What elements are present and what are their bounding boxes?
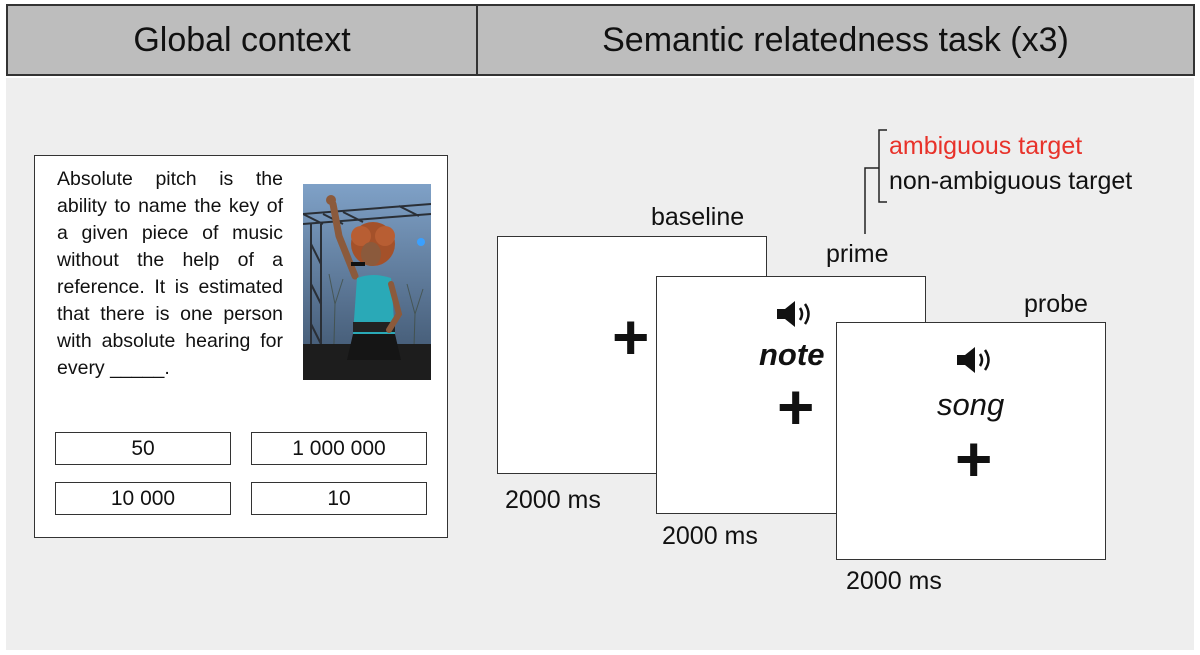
prime-duration: 2000 ms	[662, 522, 758, 550]
context-card: Absolute pitch is the ability to name th…	[34, 155, 448, 538]
ambiguous-target-label: ambiguous target	[889, 132, 1083, 160]
baseline-label: baseline	[651, 203, 745, 231]
probe-word: song	[937, 387, 1005, 422]
option-label: 50	[131, 436, 155, 460]
header-global-context-label: Global context	[133, 20, 351, 59]
probe-screen: song +	[836, 322, 1106, 560]
option-button[interactable]: 10	[251, 482, 427, 515]
condition-bracket	[864, 129, 887, 234]
baseline-duration: 2000 ms	[505, 486, 601, 514]
header-semantic-task: Semantic relatedness task (x3)	[476, 4, 1195, 76]
option-button[interactable]: 50	[55, 432, 231, 465]
header-global-context: Global context	[6, 4, 478, 76]
option-label: 1 000 000	[292, 436, 386, 460]
header-semantic-task-label: Semantic relatedness task (x3)	[602, 20, 1069, 59]
speaker-icon	[777, 301, 810, 327]
probe-duration: 2000 ms	[846, 567, 942, 595]
prime-label: prime	[826, 240, 889, 268]
fixation-cross: +	[612, 301, 650, 373]
probe-label: probe	[1024, 290, 1088, 318]
fixation-cross: +	[777, 371, 815, 443]
option-button[interactable]: 1 000 000	[251, 432, 427, 465]
singer-photo	[303, 184, 431, 380]
speaker-icon	[957, 347, 990, 373]
option-label: 10 000	[110, 486, 176, 510]
option-button[interactable]: 10 000	[55, 482, 231, 515]
option-label: 10	[327, 486, 351, 510]
non-ambiguous-target-label: non-ambiguous target	[889, 167, 1133, 195]
context-passage: Absolute pitch is the ability to name th…	[57, 168, 283, 379]
fixation-cross: +	[955, 423, 993, 495]
prime-word: note	[759, 337, 825, 372]
